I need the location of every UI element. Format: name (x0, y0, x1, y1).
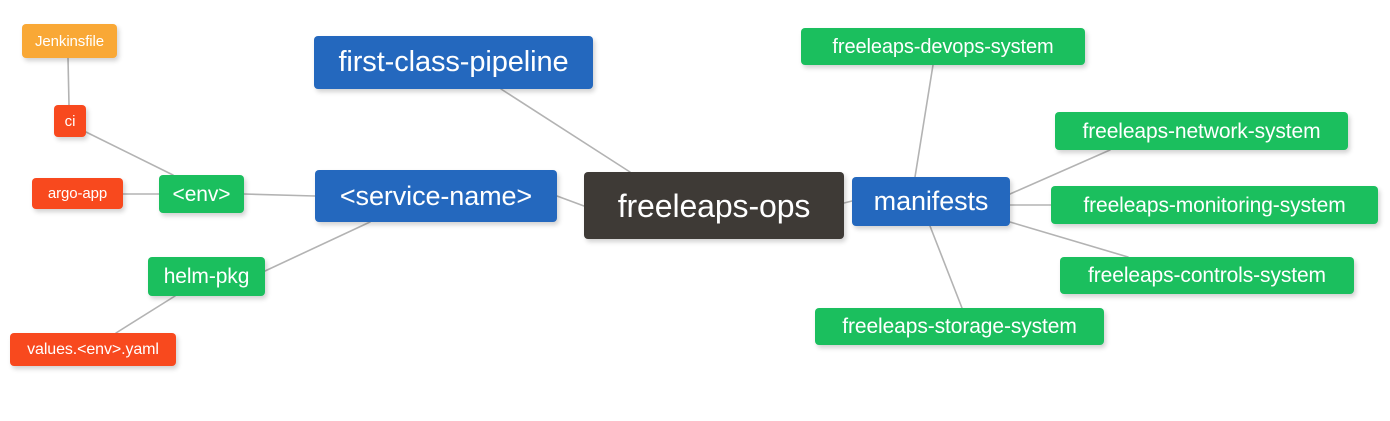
node-freeleaps-network-system[interactable]: freeleaps-network-system (1055, 112, 1348, 150)
edge-manifests-to-freeleaps-storage-system (929, 225, 963, 309)
edge-manifests-to-freeleaps-devops-system (914, 64, 934, 178)
node-values-env-yaml[interactable]: values.<env>.yaml (10, 333, 176, 366)
node-helm-pkg[interactable]: helm-pkg (148, 257, 265, 296)
edge-service-name-to-env (243, 193, 316, 197)
node-freeleaps-controls-system[interactable]: freeleaps-controls-system (1060, 257, 1354, 294)
node-freeleaps-storage-system[interactable]: freeleaps-storage-system (815, 308, 1104, 345)
node-service-name[interactable]: <service-name> (315, 170, 557, 222)
edge-service-name-to-helm-pkg (264, 221, 371, 272)
node-manifests[interactable]: manifests (852, 177, 1010, 226)
node-freeleaps-monitoring-system[interactable]: freeleaps-monitoring-system (1051, 186, 1378, 224)
edge-manifests-to-freeleaps-controls-system (1009, 221, 1129, 258)
node-argo-app[interactable]: argo-app (32, 178, 123, 209)
node-freeleaps-devops-system[interactable]: freeleaps-devops-system (801, 28, 1085, 65)
node-first-class-pipeline[interactable]: first-class-pipeline (314, 36, 593, 89)
edge-env-to-ci (85, 131, 174, 176)
edge-freeleaps-ops-to-manifests (843, 200, 853, 204)
edge-helm-pkg-to-values-env-yaml (115, 295, 176, 334)
node-jenkinsfile[interactable]: Jenkinsfile (22, 24, 117, 58)
edge-ci-to-jenkinsfile (67, 57, 70, 106)
edge-freeleaps-ops-to-first-class-pipeline (500, 88, 631, 173)
edge-freeleaps-ops-to-service-name (556, 195, 585, 207)
node-env[interactable]: <env> (159, 175, 244, 213)
node-ci[interactable]: ci (54, 105, 86, 137)
node-freeleaps-ops[interactable]: freeleaps-ops (584, 172, 844, 239)
